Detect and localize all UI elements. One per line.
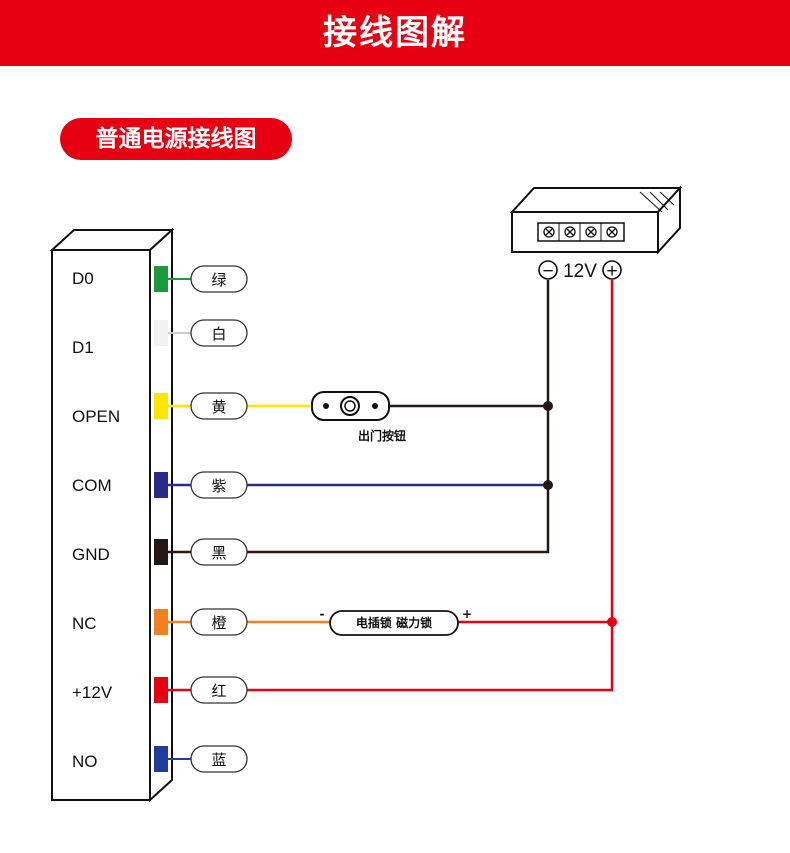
wire-color-box (190, 471, 248, 499)
wire-color-label-white: 白 (211, 325, 226, 343)
pin-label-no: NO (72, 752, 98, 771)
reader-front-face (51, 249, 151, 801)
junction-dot (543, 401, 553, 411)
terminal-com (154, 472, 168, 498)
page-title: 接线图解 (323, 13, 467, 53)
wire-color-box (190, 745, 248, 773)
terminal-no (154, 746, 168, 772)
terminal-12v (154, 677, 168, 703)
pin-label-nc: NC (72, 614, 97, 633)
wire-color-label-black: 黑 (211, 544, 226, 562)
wire-black (168, 280, 550, 554)
lock-box (329, 610, 459, 636)
terminal-open (154, 393, 168, 419)
wire-red (168, 280, 614, 692)
terminal-gnd (154, 539, 168, 565)
reader-side-face (149, 227, 173, 803)
minus-circle-icon (538, 260, 558, 280)
wire-color-box (190, 538, 248, 566)
title-banner (0, 0, 790, 66)
pin-label-12v: +12V (72, 683, 113, 702)
junction-dot (607, 617, 617, 627)
section-pill (60, 118, 292, 160)
pin-label-gnd: GND (72, 545, 110, 564)
pin-label-d0: D0 (72, 269, 94, 288)
plus-circle-icon (602, 260, 622, 280)
wire-color-box (190, 265, 248, 293)
wire-color-label-purple: 紫 (211, 477, 226, 495)
power-voltage-label: 12V (563, 261, 597, 282)
power-supply-top (509, 187, 683, 213)
power-plus-sign: + (606, 261, 617, 282)
wire-color-label-green: 绿 (211, 271, 226, 289)
lock-minus-sign: - (320, 607, 325, 621)
terminal-nc (154, 609, 168, 635)
lock-plus-sign: + (462, 607, 472, 621)
wire-color-box (190, 676, 248, 704)
pin-label-d1: D1 (72, 338, 94, 357)
junction-dot (543, 480, 553, 490)
pin-label-com: COM (72, 476, 112, 495)
exit-button-label: 出门按钮 (358, 428, 406, 443)
wire-color-label-blue: 蓝 (211, 751, 226, 769)
wire-color-box (190, 319, 248, 347)
wire-color-label-orange: 橙 (211, 614, 226, 632)
wire-color-label-yellow: 黄 (211, 398, 226, 416)
wire-color-box (190, 608, 248, 636)
wire-color-box (190, 392, 248, 420)
wire-color-label-red: 红 (211, 682, 226, 700)
power-minus-sign: − (542, 261, 553, 282)
section-title: 普通电源接线图 (95, 126, 257, 152)
terminal-d1 (154, 320, 168, 346)
terminal-d0 (154, 266, 168, 292)
pin-label-open: OPEN (72, 407, 120, 426)
screw-terminal-icon (543, 223, 618, 241)
lock-label: 电插锁 磁力锁 (356, 615, 432, 630)
